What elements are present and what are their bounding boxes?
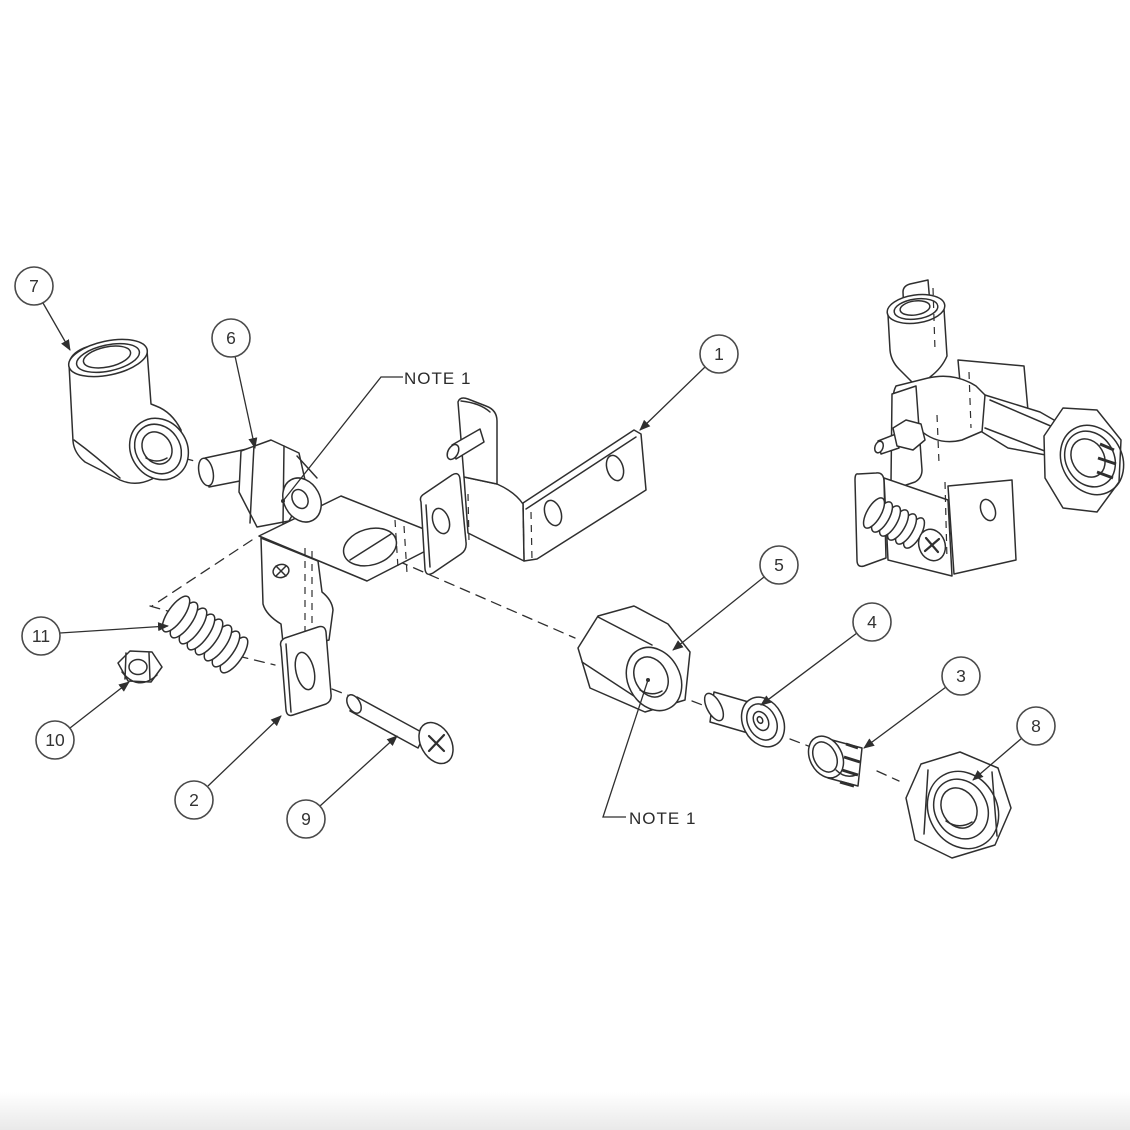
assembled-view <box>854 279 1125 577</box>
bracket-2-screw-hole <box>272 563 290 579</box>
callout-1-leader <box>639 366 706 431</box>
callout-5: 5 <box>759 545 799 585</box>
callout-6-number: 6 <box>226 328 236 348</box>
callout-6-leader <box>234 355 258 449</box>
callout-8: 8 <box>1016 706 1056 746</box>
callout-3-number: 3 <box>956 666 966 686</box>
callout-4-number: 4 <box>867 612 877 632</box>
callout-7-number: 7 <box>29 276 39 296</box>
callout-8-number: 8 <box>1031 716 1041 736</box>
callout-5-number: 5 <box>774 555 784 575</box>
callout-5-leader <box>672 576 765 651</box>
callout-2: 2 <box>174 780 214 820</box>
callout-4-leader <box>760 632 858 706</box>
callout-9-leader <box>319 735 398 807</box>
part-5-fitting-body <box>577 605 691 713</box>
callout-leaders <box>42 302 1023 807</box>
bracket-1-pin <box>446 428 485 461</box>
callout-10-leader <box>69 681 130 729</box>
part-6-hex-fitting <box>197 439 322 528</box>
callout-11: 11 <box>21 616 61 656</box>
part-7-elbow-fitting <box>67 338 190 484</box>
note-1-bottom-label: NOTE 1 <box>629 809 696 828</box>
callout-4: 4 <box>852 602 892 642</box>
callout-7: 7 <box>14 266 54 306</box>
part-4-flanged-sleeve <box>703 691 786 748</box>
callout-7-leader <box>42 302 71 351</box>
note-1-top: NOTE 1 <box>281 369 471 503</box>
callout-3: 3 <box>941 656 981 696</box>
part-1-upper-bracket <box>419 397 647 576</box>
part-2-lower-bracket <box>258 495 450 717</box>
callout-11-number: 11 <box>32 626 50 646</box>
note-1-bottom: NOTE 1 <box>602 678 696 828</box>
callout-2-leader <box>207 715 282 787</box>
part-3-collet <box>807 735 863 788</box>
callout-1: 1 <box>699 334 739 374</box>
callout-3-leader <box>863 686 947 749</box>
note-1-top-label: NOTE 1 <box>404 369 471 388</box>
callout-10-number: 10 <box>45 730 65 750</box>
part-11-spring <box>161 595 249 674</box>
callout-9: 9 <box>286 799 326 839</box>
callout-10: 10 <box>35 720 75 760</box>
callout-11-leader <box>59 622 169 634</box>
callout-1-number: 1 <box>714 344 724 364</box>
part-8-hex-nut <box>905 751 1012 859</box>
part-10-hex-nut <box>117 650 163 684</box>
callout-9-number: 9 <box>301 809 311 829</box>
callout-6: 6 <box>211 318 251 358</box>
callout-8-leader <box>972 737 1023 781</box>
callout-2-number: 2 <box>189 790 199 810</box>
part-9-screw <box>346 694 454 765</box>
